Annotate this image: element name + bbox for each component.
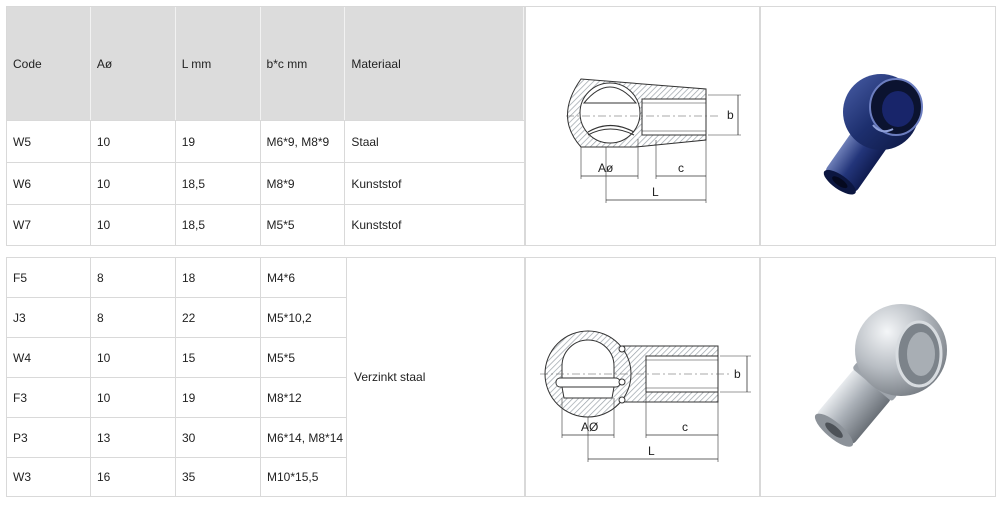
table-2: F5 8 18 M4*6 J3 8 22 M5*10,2 W4 10 15 M5… [6, 257, 525, 497]
cell-a: 10 [91, 378, 176, 417]
cell-l: 18 [176, 258, 261, 297]
cell-material-merged: Verzinkt staal [346, 258, 524, 496]
cell-l: 19 [176, 121, 261, 162]
c-label: c [682, 420, 688, 434]
cell-a: 8 [91, 298, 176, 337]
table-row: W7 10 18,5 M5*5 Kunststof [7, 205, 524, 245]
cell-bc: M8*9 [261, 163, 346, 204]
cell-material: Kunststof [351, 218, 402, 232]
technical-drawing-2: b AØ c L [525, 257, 760, 497]
cell-code: F3 [7, 378, 91, 417]
cell-l: 18,5 [176, 163, 261, 204]
cell-a: 16 [91, 458, 176, 496]
cell-a: 10 [91, 121, 176, 162]
cell-bc: M6*9, M8*9 [261, 121, 346, 162]
cell-bc: M4*6 [267, 270, 296, 285]
a-label: AØ [581, 420, 598, 434]
table-header-row: Code Aø L mm b*c mm Materiaal [7, 7, 525, 121]
material-label: Verzinkt staal [354, 370, 426, 384]
c-label: c [678, 161, 684, 175]
header-bc: b*c mm [261, 7, 346, 120]
table-row: F5 8 18 M4*6 [7, 258, 347, 298]
table-row: W5 10 19 M6*9, M8*9 Staal [7, 121, 524, 163]
cell-l: 30 [176, 418, 261, 457]
ball-socket-drawing-icon: b Aø c L [566, 78, 741, 203]
product-photo-1 [760, 6, 996, 246]
cell-code: W5 [7, 121, 91, 162]
cell-bc: M8*12 [267, 390, 302, 405]
table-1: Code Aø L mm b*c mm Materiaal W5 10 19 M… [6, 6, 525, 246]
cell-bc: M10*15,5 [267, 470, 319, 484]
blue-ball-socket-photo-icon [823, 74, 923, 195]
cell-a: 8 [91, 258, 176, 297]
header-code: Code [7, 7, 91, 120]
table-row: P3 13 30 M6*14, M8*14 [7, 418, 347, 458]
cell-l: 35 [176, 458, 261, 496]
cell-l: 15 [176, 338, 261, 377]
cell-code: W6 [7, 163, 91, 204]
cell-code: F5 [7, 258, 91, 297]
header-a: Aø [91, 7, 176, 120]
l-label: L [652, 185, 659, 199]
table-row: J3 8 22 M5*10,2 [7, 298, 347, 338]
cell-code: W7 [7, 205, 91, 245]
technical-drawing-1: b Aø c L [525, 6, 760, 246]
table-row: W3 16 35 M10*15,5 [7, 458, 347, 496]
cell-a: 10 [91, 338, 176, 377]
silver-ball-socket-photo-icon [814, 304, 947, 447]
cell-code: P3 [7, 418, 91, 457]
cell-a: 13 [91, 418, 176, 457]
cell-material: Kunststof [351, 176, 402, 191]
product-photo-2 [760, 257, 996, 497]
cell-l: 18,5 [176, 205, 261, 245]
ball-socket-drawing-icon: b AØ c L [540, 330, 751, 462]
table-row: W4 10 15 M5*5 [7, 338, 347, 378]
cell-l: 19 [176, 378, 261, 417]
cell-l: 22 [176, 298, 261, 337]
cell-bc: M5*5 [261, 205, 346, 245]
b-label: b [727, 108, 734, 122]
header-material: Materiaal [345, 7, 525, 120]
cell-code: W4 [7, 338, 91, 377]
cell-a: 10 [91, 205, 176, 245]
cell-code: W3 [7, 458, 91, 496]
cell-bc: M5*10,2 [267, 310, 312, 325]
cell-code: J3 [7, 298, 91, 337]
header-l: L mm [176, 7, 261, 120]
cell-a: 10 [91, 163, 176, 204]
b-label: b [734, 367, 741, 381]
cell-material: Staal [351, 134, 379, 149]
table-row: W6 10 18,5 M8*9 Kunststof [7, 163, 524, 205]
table-row: F3 10 19 M8*12 [7, 378, 347, 418]
cell-bc: M5*5 [267, 350, 296, 365]
l-label: L [648, 444, 655, 458]
cell-bc: M6*14, M8*14 [267, 430, 344, 445]
